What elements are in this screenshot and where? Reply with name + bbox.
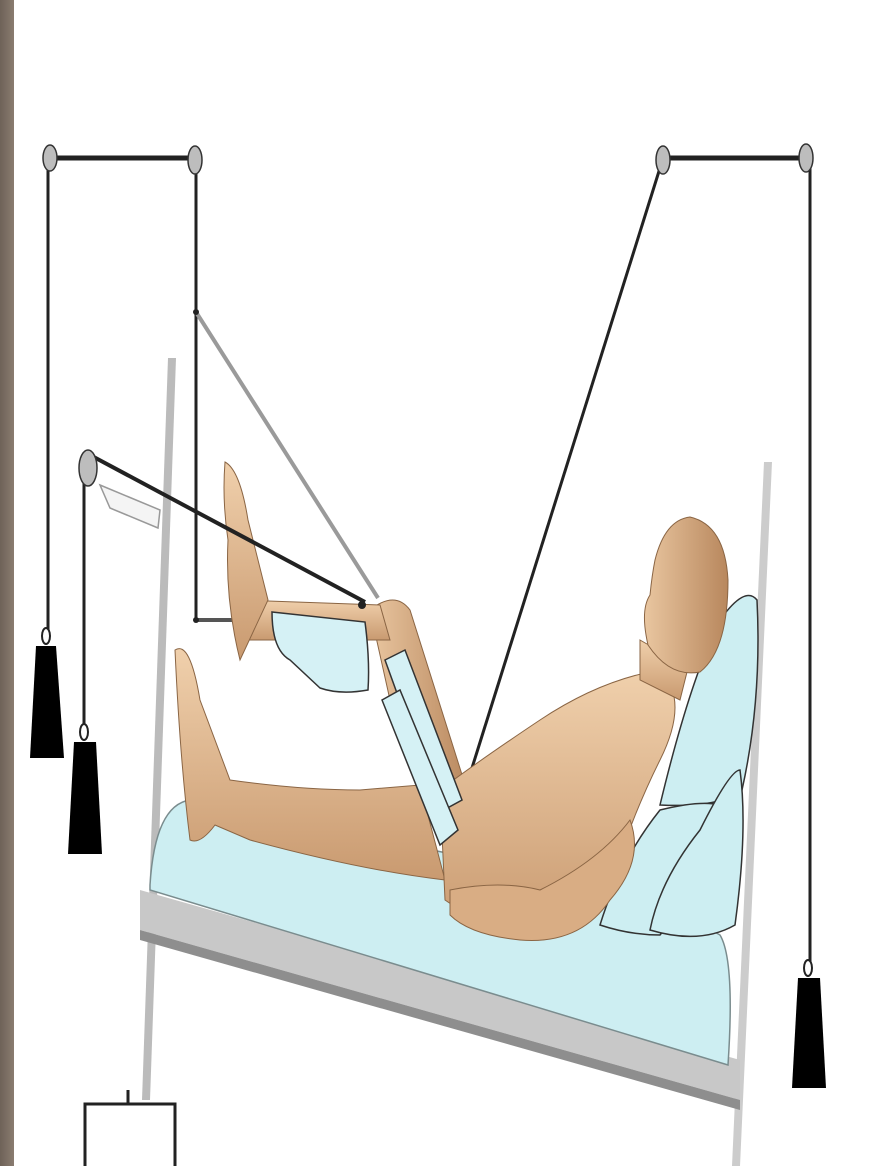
pulley-bracket	[100, 485, 160, 528]
weight-hook-1	[42, 628, 50, 644]
cord-knot-heel	[193, 617, 199, 623]
pulley-footboard	[79, 450, 97, 486]
cord-knot-upper	[193, 309, 199, 315]
pulley-top-right	[799, 144, 813, 172]
weight-hook-2	[80, 724, 88, 740]
cord-knot-knee	[358, 601, 366, 609]
bed-headpost-left	[142, 358, 176, 1100]
pulley-top-right-inner	[656, 146, 670, 174]
head	[644, 517, 728, 673]
traction-weight-3	[792, 978, 826, 1088]
floor-weight-box	[85, 1090, 175, 1166]
traction-weight-1	[30, 646, 64, 758]
weight-hook-3	[804, 960, 812, 976]
traction-weight-2	[68, 742, 102, 854]
cord-grey-diagonal	[196, 312, 378, 598]
pulley-top-left-inner	[188, 146, 202, 174]
calf-sling	[272, 612, 369, 692]
pulley-top-left	[43, 145, 57, 171]
